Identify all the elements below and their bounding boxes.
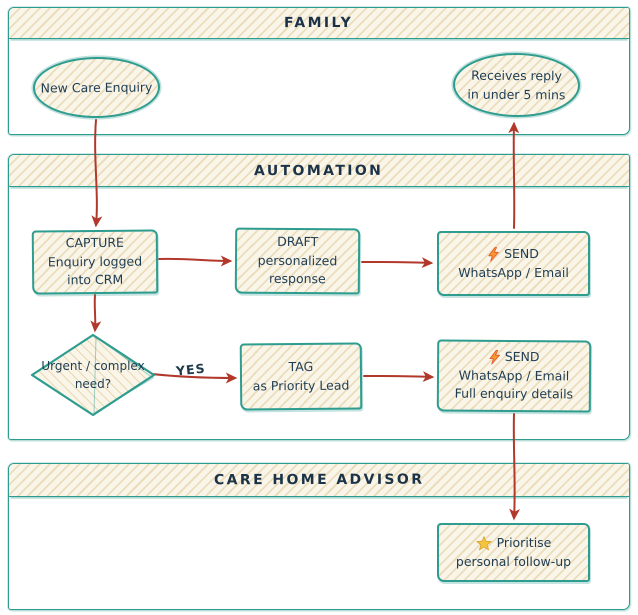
node-send-whatsapp-email: SEND WhatsApp / Email: [437, 231, 590, 296]
node-send2-line1-row: SEND: [489, 349, 540, 366]
lane-family-title: FAMILY: [284, 14, 354, 32]
node-capture-line3: into CRM: [67, 272, 124, 288]
node-urgent-line1: Urgent / complex: [41, 358, 145, 373]
node-receives-reply-line2: in under 5 mins: [467, 86, 566, 103]
node-receives-reply: Receives reply in under 5 mins: [452, 52, 581, 118]
node-capture-line2: Enquiry logged: [47, 253, 143, 269]
lane-automation-title: AUTOMATION: [254, 162, 384, 179]
node-draft-response: DRAFT personalized response: [234, 227, 361, 295]
node-tag-line2: as Priority Lead: [252, 377, 350, 393]
node-prioritise-line2: personal follow-up: [455, 553, 572, 569]
edge-label-yes: YES: [175, 360, 207, 379]
lane-advisor: CARE HOME ADVISOR: [8, 463, 630, 610]
star-icon: [476, 535, 492, 550]
node-draft-line1: DRAFT: [277, 233, 319, 249]
node-prioritise-line1: Prioritise: [496, 534, 552, 550]
node-capture-crm: CAPTURE Enquiry logged into CRM: [31, 229, 159, 295]
node-draft-line3: response: [268, 271, 326, 287]
node-urgent-line2: need?: [74, 376, 112, 391]
node-send1-line1-row: SEND: [488, 246, 539, 263]
node-draft-line2: personalized: [257, 252, 338, 268]
node-tag-line1: TAG: [288, 358, 314, 374]
node-send2-line2: WhatsApp / Email: [458, 367, 570, 383]
lane-advisor-header: CARE HOME ADVISOR: [9, 464, 629, 497]
node-new-care-enquiry-label: New Care Enquiry: [40, 79, 153, 96]
lightning-icon: [489, 349, 500, 365]
decision-diamond-shape: [30, 333, 156, 417]
lightning-icon: [488, 246, 499, 262]
node-send-full-details: SEND WhatsApp / Email Full enquiry detai…: [436, 339, 592, 413]
node-send1-line1: SEND: [504, 245, 539, 261]
node-receives-reply-line1: Receives reply: [471, 67, 563, 83]
node-prioritise-followup: Prioritise personal follow-up: [437, 523, 590, 582]
node-capture-line1: CAPTURE: [65, 234, 124, 250]
node-send2-line3: Full enquiry details: [454, 386, 574, 402]
lane-advisor-title: CARE HOME ADVISOR: [213, 471, 425, 489]
node-tag-priority-lead: TAG as Priority Lead: [239, 342, 363, 411]
node-send1-line2: WhatsApp / Email: [458, 264, 569, 280]
node-prioritise-line1-row: Prioritise: [476, 534, 552, 552]
lane-family-header: FAMILY: [9, 8, 629, 39]
lane-automation-header: AUTOMATION: [9, 155, 629, 187]
node-urgent-complex-decision: Urgent / complex need?: [30, 333, 156, 417]
node-urgent-complex-label: Urgent / complex need?: [30, 333, 156, 417]
node-send2-line1: SEND: [504, 348, 540, 364]
